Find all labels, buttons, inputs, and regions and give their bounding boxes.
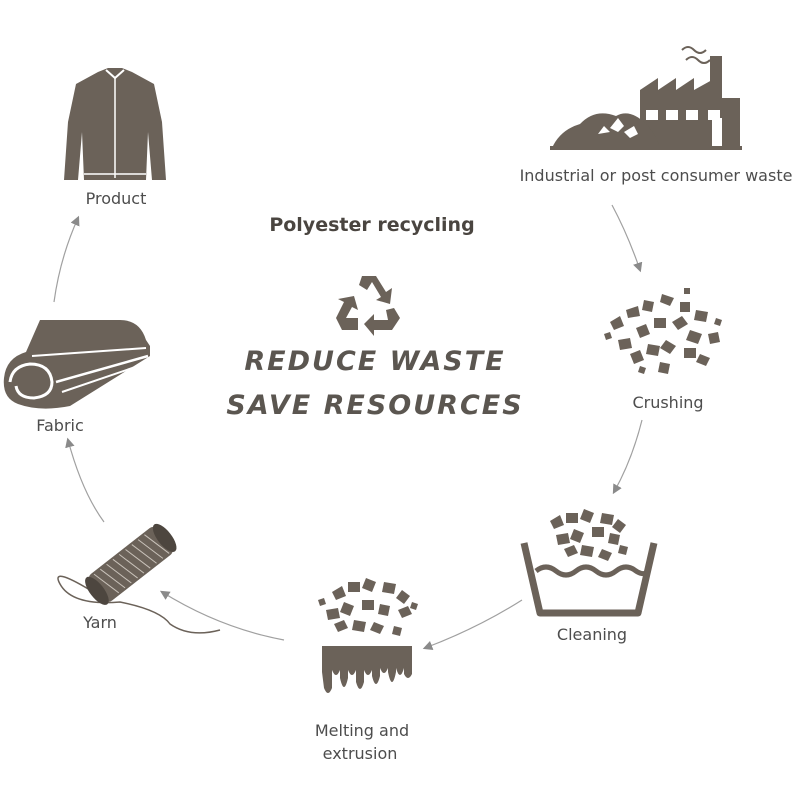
fabric-roll-icon	[3, 320, 151, 409]
arrow-cleaning-to-melting	[422, 599, 523, 650]
plastic-flakes-icon	[604, 288, 722, 374]
melting-flakes-icon	[318, 578, 418, 693]
arrow-crushing-to-cleaning	[612, 419, 643, 495]
yarn-spool-icon	[57, 523, 221, 634]
arrow-melting-to-yarn	[159, 590, 285, 641]
diagram-title: Polyester recycling	[269, 214, 475, 236]
label-crushing: Crushing	[632, 393, 704, 412]
label-fabric: Fabric	[36, 416, 84, 435]
label-cleaning: Cleaning	[556, 625, 628, 644]
recycle-icon	[336, 276, 400, 336]
slogan-line-2: SAVE RESOURCES	[226, 390, 524, 421]
label-waste: Industrial or post consumer waste	[519, 166, 793, 185]
wash-basin-icon	[520, 509, 658, 617]
jacket-icon	[64, 68, 166, 180]
label-melting-line-1: Melting and	[314, 721, 410, 740]
arrow-fabric-to-product	[53, 215, 80, 303]
arrow-waste-to-crushing	[611, 204, 643, 273]
label-melting-line-2: extrusion	[322, 744, 398, 763]
label-product: Product	[85, 189, 147, 208]
slogan-line-1: REDUCE WASTE	[244, 346, 506, 377]
label-yarn: Yarn	[83, 613, 117, 632]
factory-waste-icon	[550, 46, 742, 150]
arrow-yarn-to-fabric	[65, 437, 105, 523]
